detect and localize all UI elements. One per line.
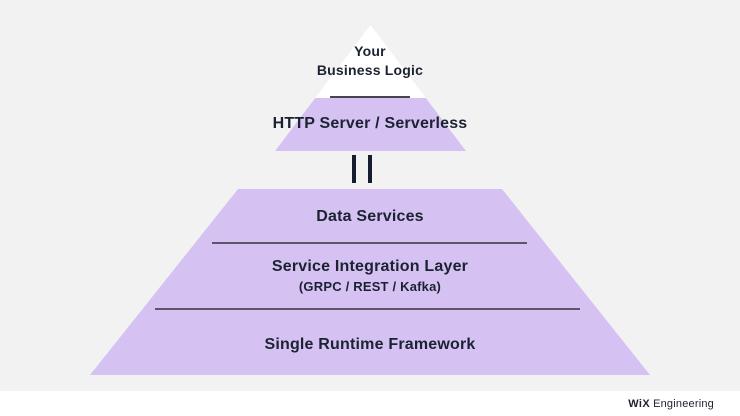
wix-logo-regular: Engineering: [653, 397, 714, 410]
service-integration-sublabel: (GRPC / REST / Kafka): [298, 279, 442, 294]
http-server-label: HTTP Server / Serverless: [272, 115, 468, 132]
pause-bar-left-icon: [352, 155, 356, 183]
divider-line-2: [155, 308, 580, 310]
business-logic-line1: Your: [354, 43, 386, 59]
pause-bar-right-icon: [368, 155, 372, 183]
wix-logo-bold: WiX: [628, 397, 651, 410]
data-services-label: Data Services: [316, 208, 424, 225]
single-runtime-label: Single Runtime Framework: [264, 336, 476, 353]
apex-divider-line: [330, 96, 410, 98]
divider-line-1: [212, 242, 527, 244]
business-logic-line2: Business Logic: [316, 62, 424, 78]
service-integration-label: Service Integration Layer: [271, 258, 469, 275]
business-logic-label: Your Business Logic: [0, 42, 740, 80]
